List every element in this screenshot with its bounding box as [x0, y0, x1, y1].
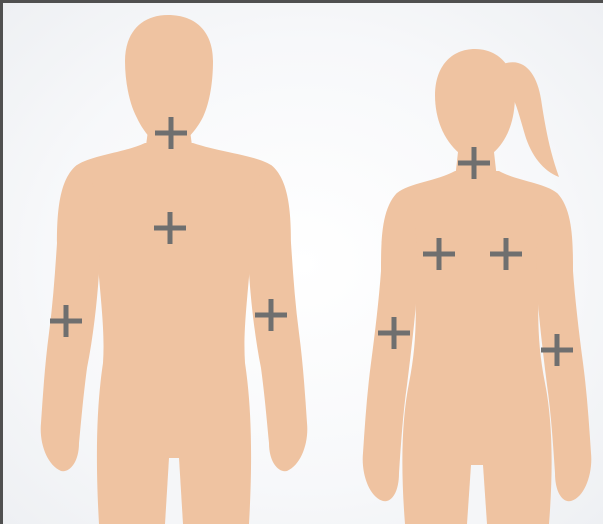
- male-figure: [41, 15, 308, 524]
- male-right-arm: [41, 165, 100, 471]
- male-left-arm: [248, 165, 307, 471]
- female-figure: [363, 49, 592, 524]
- body-outline-diagram: [3, 3, 603, 524]
- female-head: [435, 49, 515, 153]
